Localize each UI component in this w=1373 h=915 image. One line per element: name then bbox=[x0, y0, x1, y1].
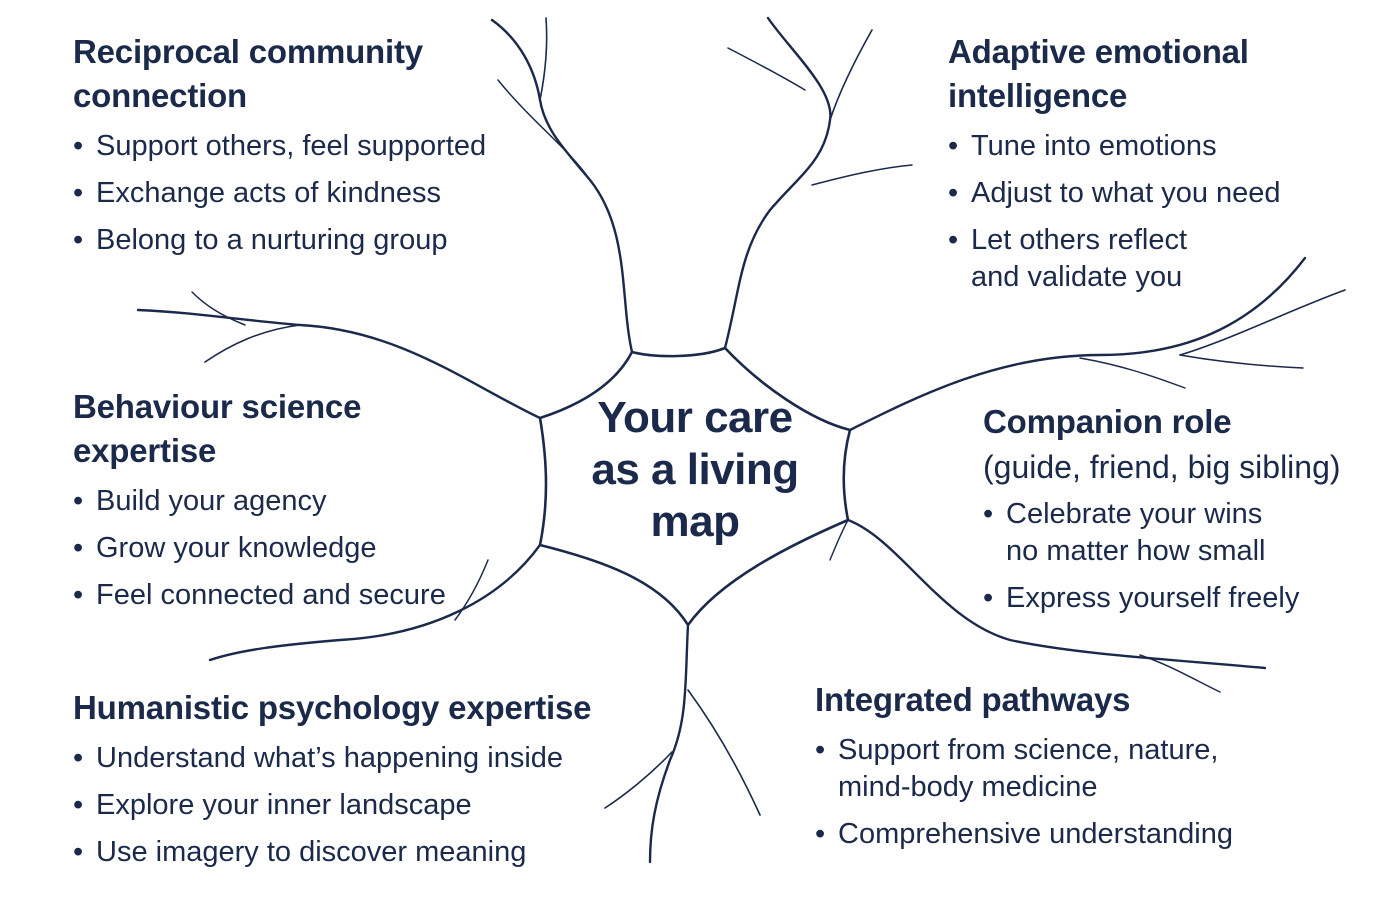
twig-top-right-b bbox=[727, 47, 806, 91]
section-behaviour-science: Behaviour science expertise Build your a… bbox=[73, 385, 446, 624]
section-companion-role: Companion role (guide, friend, big sibli… bbox=[983, 400, 1341, 627]
list-item: Express yourself freely bbox=[983, 580, 1341, 617]
section-title: Behaviour science expertise bbox=[73, 385, 446, 473]
list-item: Use imagery to discover meaning bbox=[73, 834, 591, 871]
section-humanistic-psychology: Humanistic psychology expertise Understa… bbox=[73, 686, 592, 881]
title-line: Behaviour science bbox=[73, 388, 362, 425]
section-integrated-pathways: Integrated pathways Support from science… bbox=[815, 678, 1233, 863]
twig-left-lower-a bbox=[454, 559, 489, 621]
title-line: intelligence bbox=[948, 77, 1128, 114]
list-item: Support from science, nature, mind-body … bbox=[815, 732, 1233, 806]
list-item: Feel connected and secure bbox=[73, 577, 446, 614]
bullet-list: Understand what’s happening inside Explo… bbox=[73, 740, 591, 871]
section-title: Adaptive emotional intelligence bbox=[948, 30, 1281, 118]
branch-left-lower bbox=[208, 543, 542, 662]
twig-top-left-b bbox=[497, 79, 591, 181]
section-title: Humanistic psychology expertise bbox=[73, 686, 592, 730]
list-item: Grow your knowledge bbox=[73, 530, 446, 567]
bullet-list: Support others, feel supported Exchange … bbox=[73, 128, 486, 259]
twig-left-upper-a bbox=[204, 324, 301, 363]
twig-top-right-c bbox=[811, 164, 913, 186]
twig-bottom-b bbox=[687, 689, 761, 816]
list-item: Celebrate your wins no matter how small bbox=[983, 496, 1341, 570]
list-item: Support others, feel supported bbox=[73, 128, 486, 165]
twig-right-upper-b bbox=[1179, 354, 1304, 369]
center-ring bbox=[538, 346, 852, 627]
branch-top-right bbox=[723, 16, 832, 350]
twig-top-left-a bbox=[539, 17, 548, 101]
section-adaptive-emotional: Adaptive emotional intelligence Tune int… bbox=[948, 30, 1281, 306]
list-item: Tune into emotions bbox=[948, 128, 1281, 165]
title-line: Adaptive emotional bbox=[948, 33, 1249, 70]
title-line: Companion role bbox=[983, 403, 1232, 440]
center-line-3: map bbox=[650, 497, 740, 546]
twig-right-upper-c bbox=[1079, 357, 1186, 389]
section-reciprocal-community: Reciprocal community connection Support … bbox=[73, 30, 486, 269]
center-line-2: as a living bbox=[591, 445, 799, 494]
list-item: Comprehensive understanding bbox=[815, 816, 1233, 853]
branch-left-upper bbox=[136, 308, 542, 420]
twig-top-right-a bbox=[829, 29, 873, 121]
title-line: Reciprocal community bbox=[73, 33, 423, 70]
title-line: connection bbox=[73, 77, 248, 114]
title-line: expertise bbox=[73, 432, 217, 469]
branch-right-lower bbox=[846, 518, 1267, 670]
item-line: Support from science, nature, bbox=[838, 734, 1219, 766]
twig-right-lower-b bbox=[829, 519, 849, 561]
bullet-list: Support from science, nature, mind-body … bbox=[815, 732, 1233, 853]
list-item: Explore your inner landscape bbox=[73, 787, 591, 824]
list-item: Build your agency bbox=[73, 483, 446, 520]
section-title: Companion role bbox=[983, 400, 1341, 444]
center-title: Your care as a living map bbox=[555, 392, 835, 548]
list-item: Belong to a nurturing group bbox=[73, 222, 486, 259]
twig-right-upper-a bbox=[1179, 289, 1346, 356]
item-line: no matter how small bbox=[1006, 535, 1266, 567]
title-line: Integrated pathways bbox=[815, 681, 1131, 718]
bullet-list: Build your agency Grow your knowledge Fe… bbox=[73, 483, 446, 614]
center-line-1: Your care bbox=[597, 393, 793, 442]
branch-bottom bbox=[648, 623, 690, 864]
list-item: Exchange acts of kindness bbox=[73, 175, 486, 212]
title-line: Humanistic psychology expertise bbox=[73, 689, 592, 726]
item-line: and validate you bbox=[971, 261, 1183, 293]
list-item: Adjust to what you need bbox=[948, 175, 1281, 212]
section-subtitle: (guide, friend, big sibling) bbox=[983, 449, 1341, 485]
list-item: Understand what’s happening inside bbox=[73, 740, 591, 777]
section-title: Reciprocal community connection bbox=[73, 30, 486, 118]
twig-right-lower-a bbox=[1139, 654, 1221, 693]
item-line: Celebrate your wins bbox=[1006, 498, 1263, 530]
item-line: mind-body medicine bbox=[838, 771, 1098, 803]
twig-left-upper-b bbox=[191, 291, 246, 326]
branch-top-left bbox=[490, 18, 634, 354]
twig-bottom-a bbox=[604, 751, 673, 809]
bullet-list: Tune into emotions Adjust to what you ne… bbox=[948, 128, 1281, 296]
bullet-list: Celebrate your wins no matter how small … bbox=[983, 496, 1341, 617]
item-line: Let others reflect bbox=[971, 224, 1187, 256]
list-item: Let others reflect and validate you bbox=[948, 222, 1281, 296]
branch-right-upper bbox=[848, 256, 1307, 432]
section-title: Integrated pathways bbox=[815, 678, 1233, 722]
